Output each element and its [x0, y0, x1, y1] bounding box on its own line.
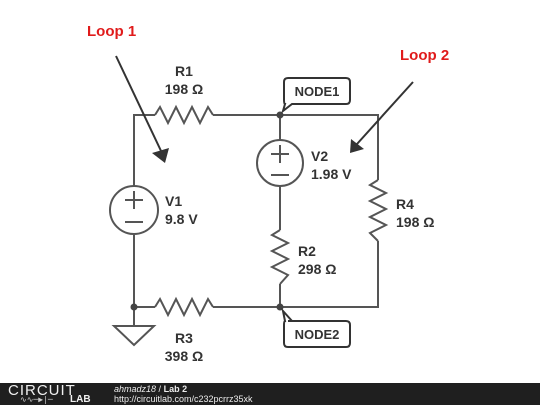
voltage-source-v1[interactable]: [109, 185, 159, 235]
voltage-source-v2[interactable]: [256, 139, 304, 187]
node1-tag[interactable]: NODE1: [281, 77, 351, 114]
footer-meta: ahmadz18 / Lab 2 http://circuitlab.com/c…: [114, 384, 253, 404]
ground-icon: [111, 325, 157, 347]
junction-ground: [130, 303, 138, 311]
node1-label: NODE1: [295, 84, 340, 99]
v1-name: V1: [165, 193, 182, 209]
v2-value: 1.98 V: [311, 166, 352, 182]
resistor-r1[interactable]: [154, 104, 214, 126]
node2-label: NODE2: [295, 327, 340, 342]
logo-wire-icon: ∿∿─▶|─: [20, 395, 53, 404]
loop1-arrow: [115, 55, 169, 163]
wire-top-rail: [213, 114, 379, 180]
r1-value: 198 Ω: [165, 81, 203, 97]
wire-r4-to-node2: [213, 241, 379, 308]
circuit-name[interactable]: Lab 2: [163, 384, 188, 394]
breadcrumb-separator: /: [158, 384, 162, 394]
loop2-label: Loop 2: [400, 47, 449, 64]
circuit-schematic: NODE1 NODE2 Loop 1 Loop 2 R1 198 Ω V1 9.…: [87, 23, 449, 364]
junction-node1: [276, 111, 284, 119]
r4-name: R4: [396, 196, 414, 212]
r2-name: R2: [298, 243, 316, 259]
author-link[interactable]: ahmadz18: [114, 384, 157, 394]
r1-name: R1: [175, 63, 193, 79]
wire-r3-to-v1: [133, 235, 155, 308]
resistor-r2[interactable]: [269, 229, 291, 285]
r4-value: 198 Ω: [396, 214, 434, 230]
r2-value: 298 Ω: [298, 261, 336, 277]
v1-value: 9.8 V: [165, 211, 198, 227]
r3-value: 398 Ω: [165, 348, 203, 364]
r3-name: R3: [175, 330, 193, 346]
circuitlab-logo[interactable]: CIRCUIT: [8, 382, 76, 399]
resistor-r4[interactable]: [367, 179, 389, 242]
circuitlab-logo-sub: LAB: [70, 394, 91, 405]
v2-name: V2: [311, 148, 328, 164]
node2-tag[interactable]: NODE2: [281, 307, 351, 348]
loop2-arrow: [350, 81, 414, 153]
footer-bar: CIRCUIT ∿∿─▶|─ LAB ahmadz18 / Lab 2 http…: [0, 383, 540, 405]
resistor-r3[interactable]: [154, 296, 214, 318]
circuit-url[interactable]: http://circuitlab.com/c232pcrrz35xk: [114, 394, 253, 404]
loop1-label: Loop 1: [87, 23, 136, 40]
wire-v1-to-r1: [133, 114, 155, 186]
